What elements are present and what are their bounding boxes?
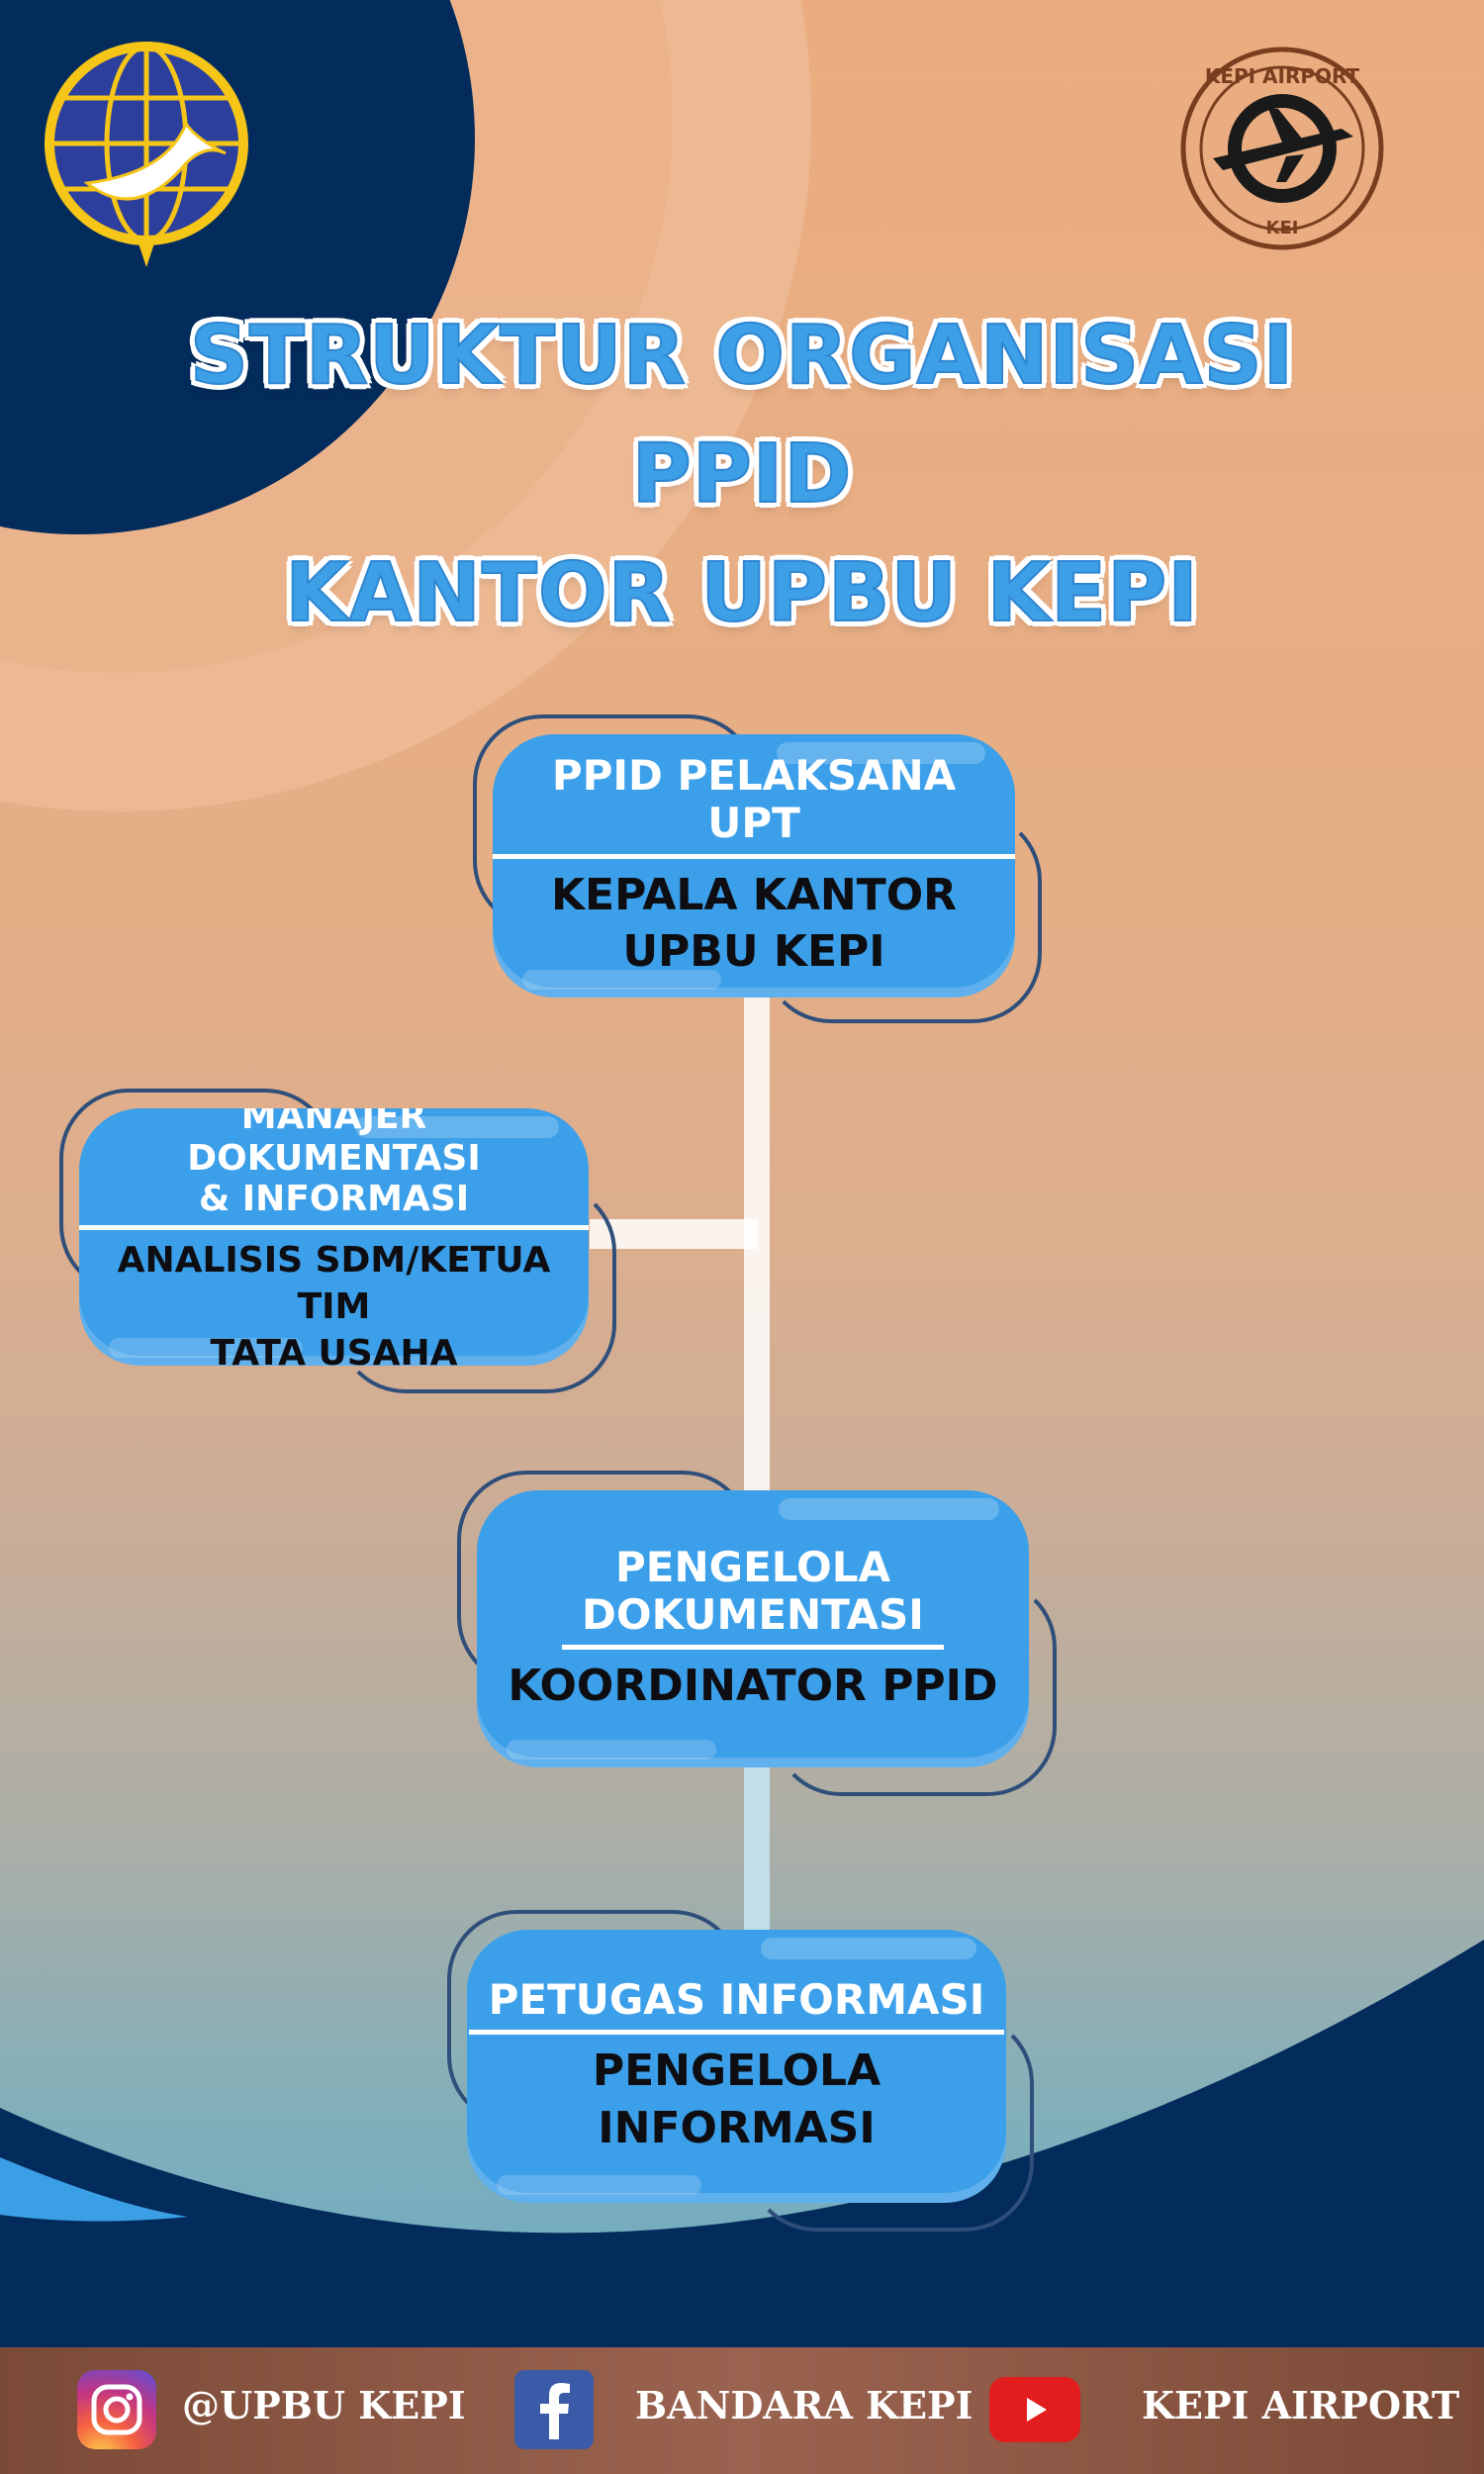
node-name-line-1: KEPALA KANTOR (550, 869, 958, 920)
node-role: PETUGAS INFORMASI (468, 1975, 1005, 2036)
node-manajer-dokumentasi: MANAJER DOKUMENTASI & INFORMASI ANALISIS… (79, 1108, 589, 1366)
kepi-airport-seal-icon: KEPI AIRPORT KEI (1180, 47, 1384, 250)
seal-text-bottom: KEI (1266, 218, 1299, 238)
node-role: PENGELOLA DOKUMENTASI (562, 1542, 944, 1651)
node-frame-bottom-right (336, 1183, 616, 1393)
title-line-2: PPID (631, 427, 853, 523)
connector-horizontal (590, 1219, 758, 1249)
node-petugas-informasi: PETUGAS INFORMASI PENGELOLA INFORMASI (467, 1930, 1006, 2203)
node-name-line-2: TATA USAHA (210, 1332, 458, 1366)
node-role-line-2: DOKUMENTASI (582, 1589, 924, 1639)
node-pengelola-dokumentasi: PENGELOLA DOKUMENTASI KOORDINATOR PPID (477, 1490, 1029, 1767)
node-role: MANAJER DOKUMENTASI & INFORMASI (79, 1108, 589, 1231)
instagram-handle[interactable]: @UPBU KEPI (182, 2383, 466, 2427)
node-role-line-2: & INFORMASI (198, 1179, 470, 1219)
connector-vertical-bottom (744, 1766, 770, 1935)
seal-text-top: KEPI AIRPORT (1205, 64, 1360, 88)
node-role-line-1: MANAJER DOKUMENTASI (187, 1108, 481, 1179)
title-line-3: KANTOR UPBU KEPI (284, 545, 1199, 641)
node-role-line-1: PENGELOLA (614, 1542, 890, 1591)
node-name-line-1: PENGELOLA INFORMASI (592, 2046, 881, 2153)
instagram-icon[interactable] (77, 2370, 156, 2449)
node-role: PPID PELAKSANA UPT (493, 751, 1015, 859)
node-name-line-1: KOORDINATOR PPID (508, 1661, 998, 1712)
node-ppid-pelaksana: PPID PELAKSANA UPT KEPALA KANTOR UPBU KE… (493, 734, 1015, 998)
youtube-channel-name[interactable]: KEPI AIRPORT (1142, 2383, 1460, 2427)
node-frame-top-left (473, 714, 758, 930)
title-line-1: STRUKTUR ORGANISASI (189, 308, 1295, 404)
node-frame-bottom-right (747, 2014, 1034, 2232)
node-frame-top-left (59, 1089, 334, 1294)
node-name-line-1: ANALISIS SDM/KETUA TIM (117, 1240, 551, 1328)
youtube-icon[interactable] (989, 2377, 1080, 2442)
bottom-navy-wave (0, 1940, 1484, 2355)
node-frame-top-left (447, 1910, 742, 2126)
node-frame-bottom-right (762, 811, 1042, 1023)
facebook-icon[interactable] (514, 2370, 594, 2449)
facebook-page-name[interactable]: BANDARA KEPI (635, 2383, 974, 2427)
ministry-emblem-icon (45, 42, 248, 267)
footer-bar (0, 2347, 1484, 2474)
node-frame-top-left (457, 1471, 752, 1686)
bottom-blue-accent (0, 2157, 188, 2222)
node-frame-bottom-right (772, 1578, 1057, 1796)
node-name-line-2: UPBU KEPI (622, 925, 885, 977)
